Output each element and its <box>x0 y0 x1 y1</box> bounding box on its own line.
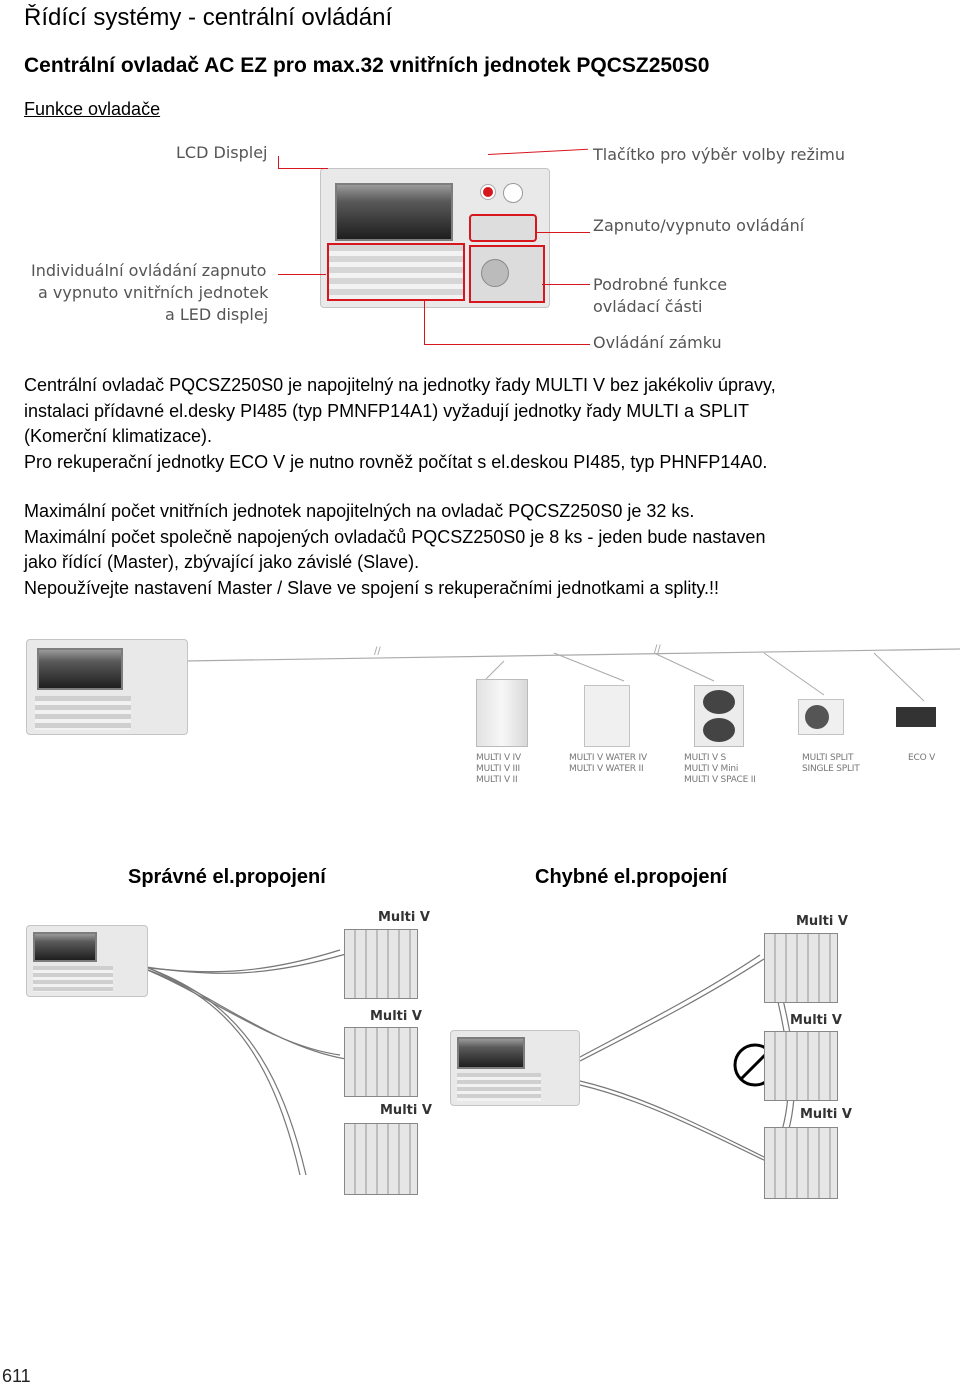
callout-detailed-2: ovládací části <box>593 297 703 316</box>
multi-v-unit-image <box>476 679 528 747</box>
multi-v-label: Multi V <box>790 1013 842 1028</box>
multi-v-label: Multi V <box>796 914 848 929</box>
bus-line: // // <box>183 642 960 702</box>
callout-mode: Tlačítko pro výběr volby režimu <box>593 145 846 164</box>
controller-correct <box>26 925 148 997</box>
callout-individual-2: a vypnuto vnitřních jednotek <box>38 283 269 302</box>
paragraph-line: Pro rekuperační jednotky ECO V je nutno … <box>24 451 768 472</box>
button-grid <box>457 1073 541 1101</box>
multi-v-s-unit-image <box>694 685 744 747</box>
multi-v-label: Multi V <box>380 1103 432 1118</box>
leader-individual <box>278 274 326 275</box>
multi-v-unit-image <box>764 1031 838 1101</box>
dial-icon <box>503 183 523 203</box>
leader-detailed <box>542 284 590 285</box>
section-heading: Funkce ovladače <box>24 99 161 119</box>
callout-power: Zapnuto/vypnuto ovládání <box>593 216 805 235</box>
lcd-display <box>457 1037 525 1069</box>
paragraph-line: Maximální počet vnitřních jednotek napoj… <box>24 501 695 521</box>
paragraph-line: (Komerční klimatizace). <box>24 426 213 446</box>
multi-v-unit-image <box>764 1127 838 1199</box>
mode-button <box>481 185 495 199</box>
paragraph-line: Nepoužívejte nastavení Master / Slave ve… <box>24 577 720 598</box>
multi-v-unit-image <box>764 933 838 1003</box>
split-unit-image <box>798 699 844 735</box>
svg-text://: // <box>374 644 381 658</box>
leader-mode <box>487 148 588 155</box>
page-number: 611 <box>2 1366 31 1386</box>
paragraph-line: instalaci přídavné el.desky PI485 (typ P… <box>24 400 749 421</box>
svg-text://: // <box>654 642 661 656</box>
controller-device <box>320 168 550 308</box>
multi-v-label: Multi V <box>378 910 430 925</box>
unit-label: ECO V <box>908 753 936 763</box>
leader-lock-v <box>424 300 425 344</box>
page-subtitle: Centrální ovladač AC EZ pro max.32 vnitř… <box>24 54 710 77</box>
callout-lock: Ovládání zámku <box>593 333 722 352</box>
callout-individual-3: a LED displej <box>165 305 269 324</box>
button-grid <box>33 966 113 992</box>
multi-v-unit-image <box>344 1027 418 1097</box>
paragraph-compatibility: Centrální ovladač PQCSZ250S0 je napojite… <box>24 373 924 475</box>
leader-power <box>536 232 590 233</box>
central-controller <box>26 639 188 735</box>
lcd-display <box>33 932 97 962</box>
controller-wrong <box>450 1030 580 1106</box>
lcd-display <box>335 183 453 241</box>
wiring-figure: Multi V Multi V Multi V Multi V Multi V … <box>20 905 940 1205</box>
page-title: Řídící systémy - centrální ovládání <box>24 4 393 31</box>
button-grid <box>35 696 131 730</box>
paragraph-line: Maximální počet společně napojených ovla… <box>24 526 766 547</box>
controller-figure: LCD Displej Tlačítko pro výběr volby rež… <box>28 138 928 360</box>
paragraph-limits: Maximální počet vnitřních jednotek napoj… <box>24 499 924 601</box>
paragraph-line: jako řídící (Master), zbývající jako záv… <box>24 552 420 572</box>
power-button-frame <box>469 214 537 242</box>
callout-individual-1: Individuální ovládání zapnuto <box>31 261 267 280</box>
callout-detailed-1: Podrobné funkce <box>593 275 728 294</box>
eco-v-unit-image <box>896 707 936 727</box>
multi-v-unit-image <box>344 1123 418 1195</box>
wrong-wiring-heading: Chybné el.propojení <box>535 866 728 888</box>
correct-wiring-heading: Správné el.propojení <box>128 866 326 888</box>
leader-lcd-v <box>278 156 279 169</box>
water-unit-image <box>584 685 630 747</box>
lcd-display <box>37 648 123 690</box>
multi-v-label: Multi V <box>800 1107 852 1122</box>
individual-buttons-frame <box>327 243 465 301</box>
leader-lcd <box>278 168 328 169</box>
callout-lcd: LCD Displej <box>176 143 268 162</box>
paragraph-line: Centrální ovladač PQCSZ250S0 je napojite… <box>24 375 776 395</box>
leader-lock <box>424 344 590 345</box>
multi-v-label: Multi V <box>370 1009 422 1024</box>
multi-v-unit-image <box>344 929 418 999</box>
arrow-pad-icon <box>481 259 509 287</box>
